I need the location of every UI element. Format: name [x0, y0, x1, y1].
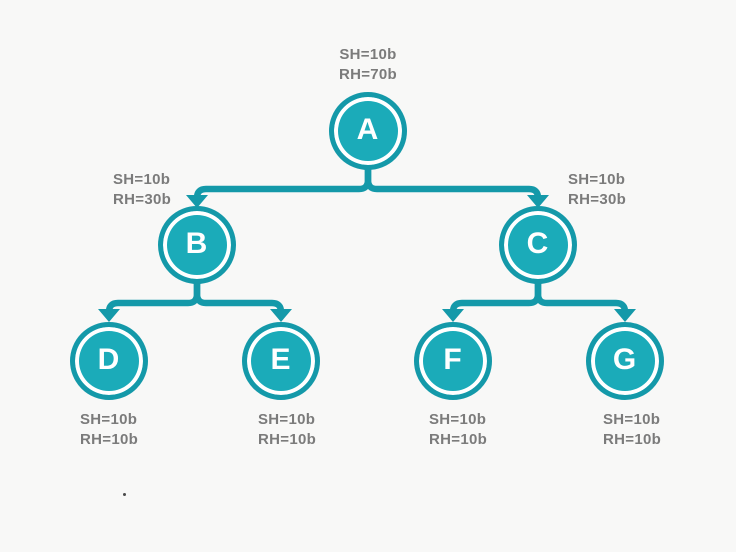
label-A: SH=10b RH=70b: [320, 45, 416, 85]
node-B-letter: B: [185, 227, 209, 260]
edge-B-D: [105, 281, 201, 314]
node-F-letter: F: [443, 343, 463, 376]
node-G-letter: G: [612, 343, 638, 376]
node-D: D: [70, 322, 148, 400]
node-B: B: [158, 206, 236, 284]
arrowhead-to-G: [614, 309, 636, 322]
label-F-rh: RH=10b: [429, 431, 488, 448]
label-G: SH=10b RH=10b: [603, 410, 661, 450]
label-G-sh: SH=10b: [603, 411, 661, 428]
edge-C-G: [534, 281, 629, 314]
stray-dot: [123, 493, 126, 496]
arrowhead-to-F: [442, 309, 464, 322]
node-D-letter: D: [97, 343, 121, 376]
node-A-letter: A: [356, 113, 380, 146]
label-D-rh: RH=10b: [80, 431, 139, 448]
label-D-sh: SH=10b: [80, 411, 138, 428]
edge-A-B: [193, 167, 372, 200]
node-E: E: [242, 322, 320, 400]
edge-B-E: [193, 281, 285, 314]
label-E-rh: RH=10b: [258, 431, 317, 448]
node-E-letter: E: [270, 343, 292, 376]
edge-C-F: [449, 281, 542, 314]
node-G: G: [586, 322, 664, 400]
label-F: SH=10b RH=10b: [429, 410, 487, 450]
label-B-sh: SH=10b: [113, 171, 171, 188]
arrowhead-to-C: [527, 195, 549, 208]
edge-A-C: [364, 167, 542, 200]
label-D: SH=10b RH=10b: [80, 410, 138, 450]
label-C-sh: SH=10b: [568, 171, 626, 188]
label-A-rh: RH=70b: [338, 66, 398, 83]
node-F: F: [414, 322, 492, 400]
node-C: C: [499, 206, 577, 284]
arrowhead-to-E: [270, 309, 292, 322]
label-G-rh: RH=10b: [603, 431, 662, 448]
label-E: SH=10b RH=10b: [258, 410, 316, 450]
label-C: SH=10b RH=30b: [568, 170, 626, 210]
label-C-rh: RH=30b: [568, 191, 627, 208]
node-A: A: [329, 92, 407, 170]
label-B-rh: RH=30b: [113, 191, 172, 208]
label-E-sh: SH=10b: [258, 411, 316, 428]
node-C-letter: C: [526, 227, 550, 260]
label-B: SH=10b RH=30b: [113, 170, 171, 210]
arrowhead-to-D: [98, 309, 120, 322]
label-A-sh: SH=10b: [339, 46, 397, 63]
arrowhead-to-B: [186, 195, 208, 208]
label-F-sh: SH=10b: [429, 411, 487, 428]
